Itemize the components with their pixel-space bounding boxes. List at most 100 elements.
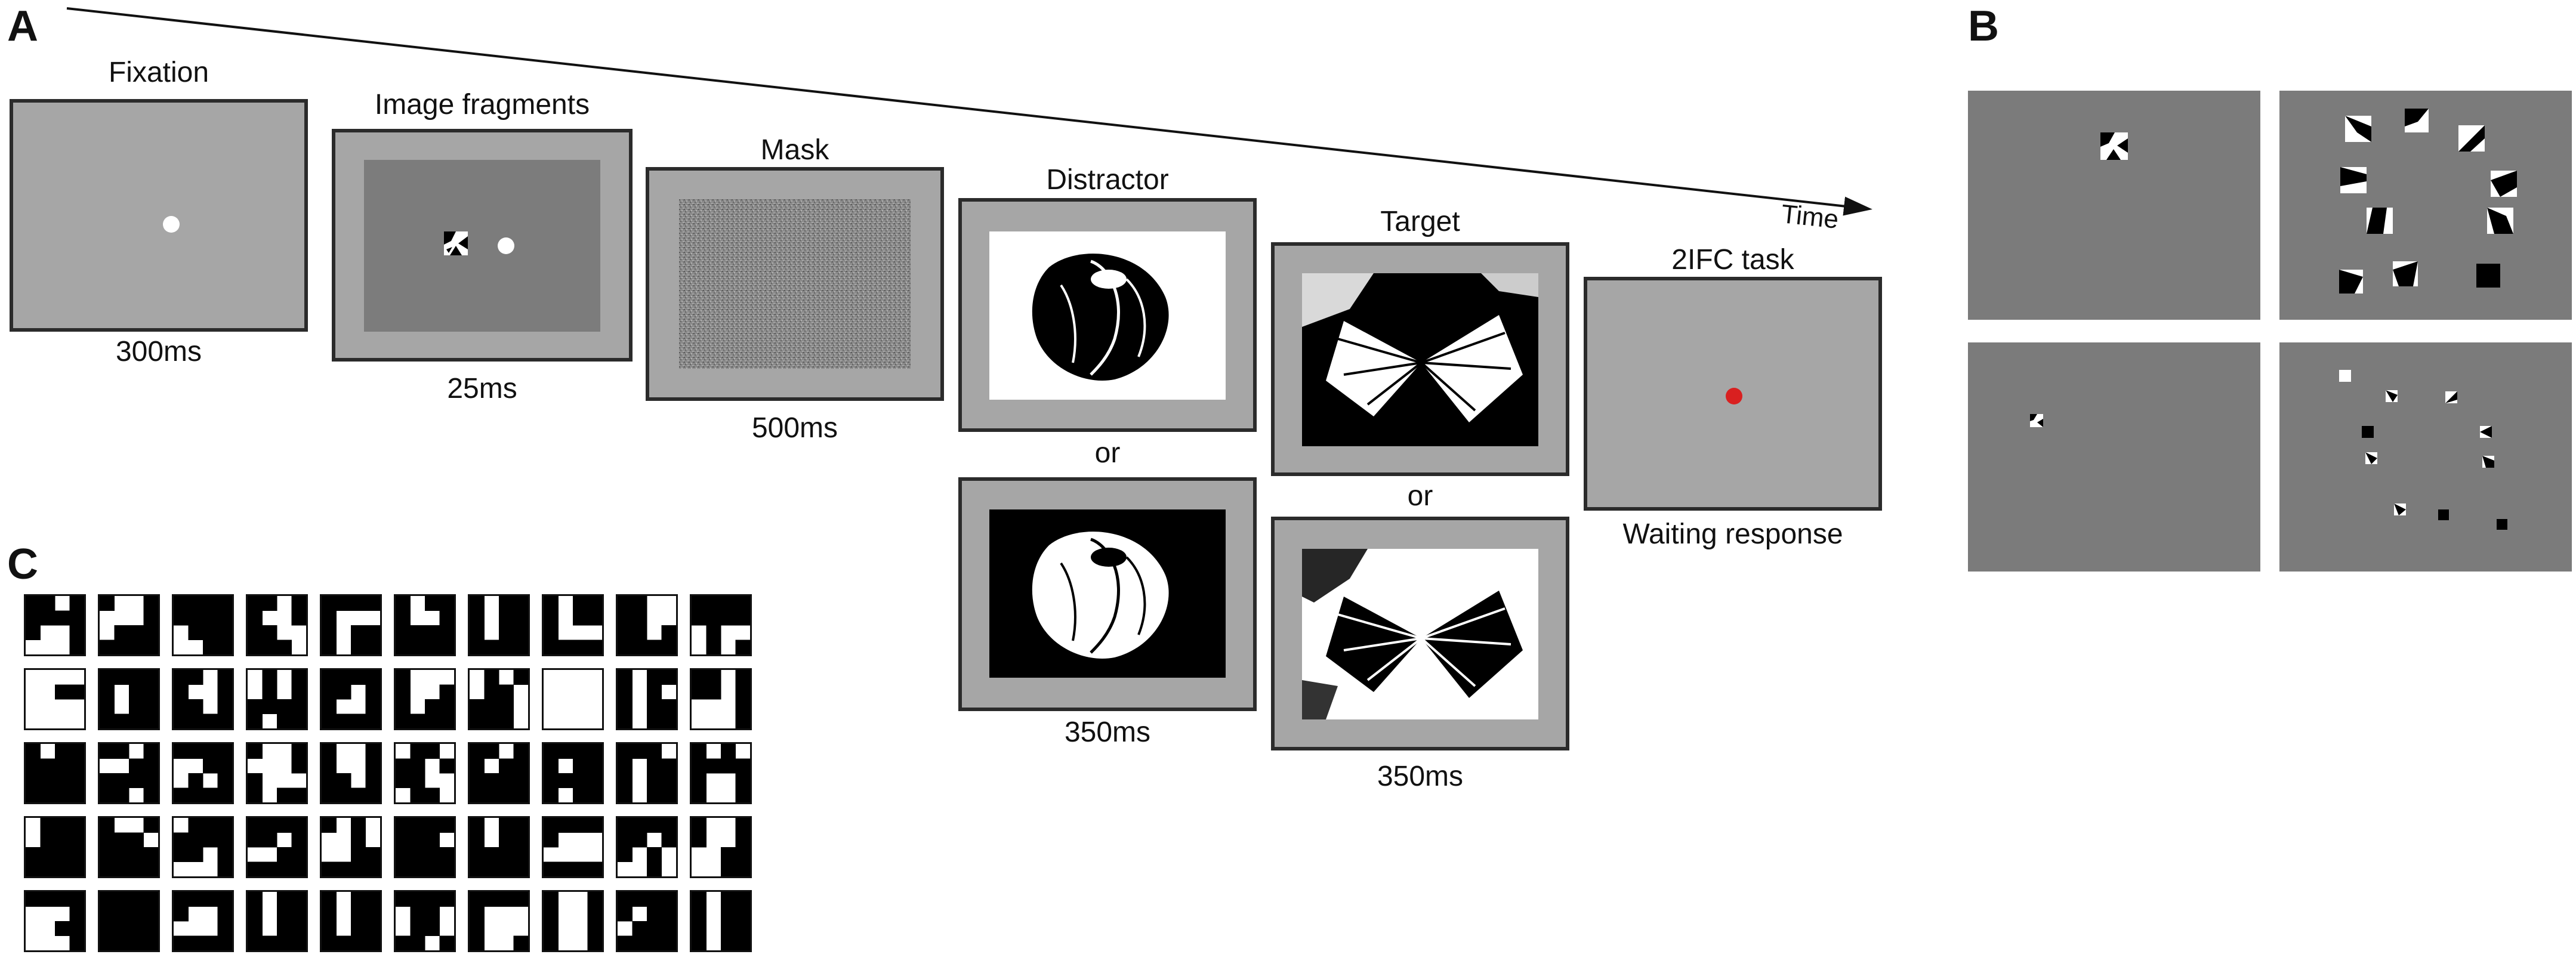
glyph-cell xyxy=(217,847,232,862)
glyph-cell xyxy=(26,861,41,876)
glyph-cell xyxy=(69,921,84,936)
glyph-cell xyxy=(26,773,41,788)
glyph-cell xyxy=(410,832,425,848)
distractor-screen-white xyxy=(958,198,1257,432)
glyph-cell xyxy=(203,610,218,626)
glyph-cell xyxy=(188,818,203,833)
glyph-cell xyxy=(129,832,144,848)
mask-title: Mask xyxy=(760,134,829,166)
glyph-cell xyxy=(470,935,485,950)
glyph-cell xyxy=(499,684,514,700)
glyph-cell xyxy=(336,684,351,700)
glyph-cell xyxy=(291,670,306,685)
fragment-glyph xyxy=(246,816,308,878)
glyph-cell xyxy=(114,773,129,788)
glyph-cell xyxy=(55,921,70,936)
glyph-cell xyxy=(262,861,277,876)
glyph-cell xyxy=(69,935,84,950)
glyph-cell xyxy=(351,892,366,907)
timeline-label: Time xyxy=(1779,199,1840,234)
glyph-cell xyxy=(618,684,633,700)
glyph-cell xyxy=(277,892,292,907)
glyph-cell xyxy=(396,847,411,862)
glyph-cell xyxy=(262,699,277,714)
glyph-cell xyxy=(735,935,750,950)
glyph-cell xyxy=(248,596,263,611)
glyph-cell xyxy=(513,773,528,788)
glyph-cell xyxy=(262,818,277,833)
glyph-cell xyxy=(499,758,514,774)
fragment-glyph xyxy=(394,890,456,952)
distractor-screen-black xyxy=(958,477,1257,711)
glyph-cell xyxy=(558,861,573,876)
distractor-title: Distractor xyxy=(1046,164,1169,196)
glyph-cell xyxy=(721,921,736,936)
glyph-cell xyxy=(336,713,351,728)
glyph-cell xyxy=(129,935,144,950)
glyph-cell xyxy=(499,847,514,862)
glyph-cell xyxy=(484,684,499,700)
glyph-cell xyxy=(587,892,602,907)
glyph-cell xyxy=(262,640,277,654)
glyph-cell xyxy=(100,773,115,788)
glyph-cell xyxy=(203,640,218,654)
fragment-glyph xyxy=(246,742,308,804)
glyph-cell xyxy=(203,832,218,848)
glyph-cell xyxy=(499,787,514,802)
fragment-glyph xyxy=(320,668,382,730)
glyph-cell xyxy=(410,818,425,833)
fragment-glyph xyxy=(320,890,382,952)
glyph-cell xyxy=(618,744,633,759)
glyph-cell xyxy=(291,610,306,626)
glyph-cell xyxy=(470,892,485,907)
glyph-cell xyxy=(618,610,633,626)
glyph-cell xyxy=(692,787,707,802)
glyph-cell xyxy=(322,921,337,936)
glyph-cell xyxy=(573,773,588,788)
glyph-cell xyxy=(55,892,70,907)
glyph-cell xyxy=(425,847,440,862)
glyph-cell xyxy=(114,640,129,654)
glyph-cell xyxy=(174,670,189,685)
fragment-glyph xyxy=(690,816,752,878)
glyph-cell xyxy=(69,684,84,700)
glyph-cell xyxy=(410,935,425,950)
glyph-cell xyxy=(499,773,514,788)
glyph-cell xyxy=(484,787,499,802)
glyph-cell xyxy=(484,744,499,759)
glyph-cell xyxy=(544,787,559,802)
fragment-glyph xyxy=(172,594,234,656)
glyph-cell xyxy=(26,847,41,862)
glyph-cell xyxy=(573,818,588,833)
glyph-cell xyxy=(143,640,158,654)
glyph-cell xyxy=(365,744,380,759)
glyph-cell xyxy=(174,684,189,700)
fragment-glyph-pattern xyxy=(692,892,750,950)
glyph-cell xyxy=(470,773,485,788)
mask-duration: 500ms xyxy=(751,412,838,444)
glyph-cell xyxy=(499,640,514,654)
glyph-cell xyxy=(351,713,366,728)
glyph-cell xyxy=(40,758,55,774)
image-fragment-icon xyxy=(444,231,468,255)
fragment-glyph xyxy=(24,668,86,730)
glyph-cell xyxy=(55,773,70,788)
fragment-glyph-pattern xyxy=(322,892,380,950)
fragment-glyph-pattern xyxy=(470,596,528,654)
glyph-cell xyxy=(735,610,750,626)
glyph-cell xyxy=(365,906,380,922)
target-or-label: or xyxy=(1407,480,1433,512)
glyph-cell xyxy=(499,713,514,728)
glyph-cell xyxy=(114,906,129,922)
fragment-glyph xyxy=(542,594,604,656)
glyph-cell xyxy=(262,935,277,950)
glyph-cell xyxy=(692,670,707,685)
glyph-cell xyxy=(513,818,528,833)
glyph-cell xyxy=(410,713,425,728)
glyph-cell xyxy=(647,847,662,862)
glyph-cell xyxy=(277,787,292,802)
fragment-glyph xyxy=(468,742,530,804)
glyph-cell xyxy=(143,773,158,788)
glyph-cell xyxy=(291,684,306,700)
glyph-cell xyxy=(396,773,411,788)
